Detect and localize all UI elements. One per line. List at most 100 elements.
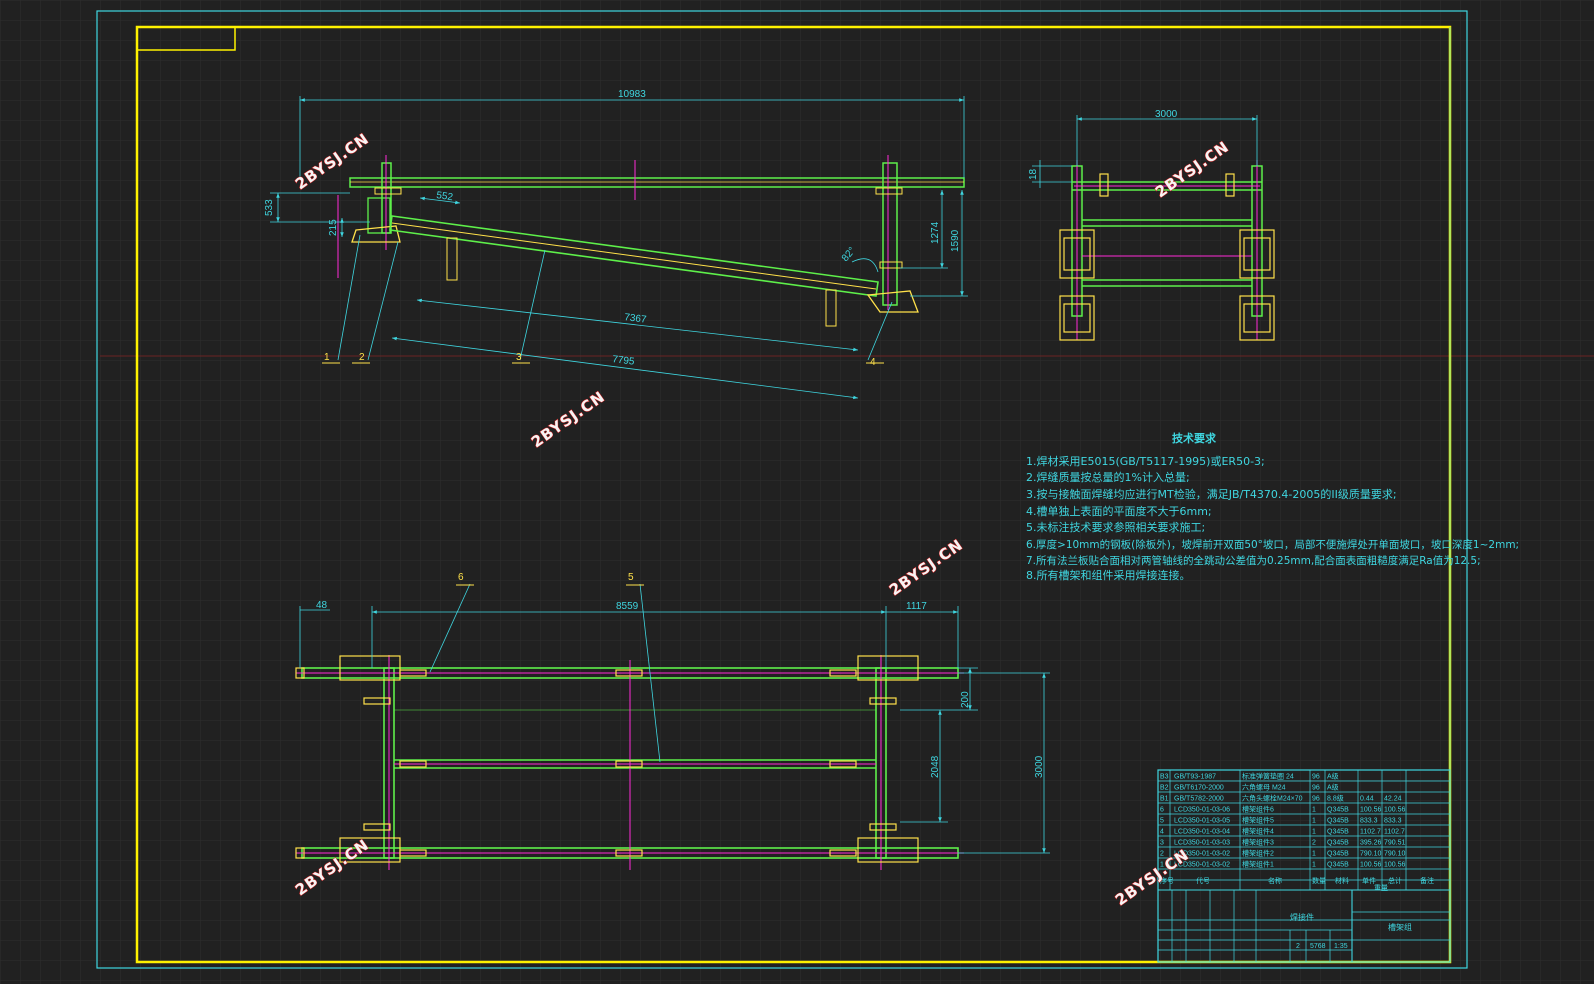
dim-1274: 1274 xyxy=(930,221,941,244)
bom-cell-code: GB/T93-1987 xyxy=(1174,774,1216,781)
dim-215: 215 xyxy=(328,219,339,236)
balloon-2: 2 xyxy=(359,352,365,363)
drawing-name: 焊接件 xyxy=(1290,912,1314,922)
note-line-1: 1.焊材采用E5015(GB/T5117-1995)或ER50-3; xyxy=(1026,454,1265,468)
dim-7367: 7367 xyxy=(624,312,648,326)
dim-533: 533 xyxy=(264,199,275,216)
dim-side-width: 3000 xyxy=(1155,109,1178,120)
bom-cell-name: 槽架组件5 xyxy=(1242,816,1274,825)
dim-7795: 7795 xyxy=(612,354,636,368)
bom-cell-no: 4 xyxy=(1160,829,1164,836)
balloon-3: 3 xyxy=(516,352,522,363)
bom-header-name: 名称 xyxy=(1268,876,1282,885)
bom-cell-name: 槽架组件2 xyxy=(1242,849,1274,858)
bom-cell-mat: Q345B xyxy=(1327,807,1349,814)
dim-plan-2048: 2048 xyxy=(930,755,941,778)
bom-cell-code: LCD350-01-03-02 xyxy=(1174,851,1230,858)
bom-cell-name: 标准弹簧垫圈 24 xyxy=(1242,772,1294,781)
bom-cell-qty: 96 xyxy=(1312,785,1320,792)
bom-cell-mat: A级 xyxy=(1327,772,1339,781)
bom-header-w: 重量 xyxy=(1374,884,1388,892)
bom-cell-w2: 1102.7 xyxy=(1384,829,1405,836)
bom-header-no: 序号 xyxy=(1160,876,1174,885)
note-line-3: 3.按与接触面焊缝均应进行MT检验，满足JB/T4370.4-2005的II级质… xyxy=(1026,487,1397,501)
bom-cell-w1: 395.26 xyxy=(1360,840,1382,847)
dim-1590: 1590 xyxy=(950,229,961,252)
bom-cell-mat: A级 xyxy=(1327,783,1339,792)
balloon-5: 5 xyxy=(628,572,634,583)
bom-header-qty: 数量 xyxy=(1312,876,1326,885)
bom-cell-name: 槽架组件4 xyxy=(1242,827,1274,836)
bom-cell-w1: 1102.7 xyxy=(1360,829,1381,836)
bom-cell-no: 6 xyxy=(1160,807,1164,814)
bom-cell-name: 六角头螺栓M24×70 xyxy=(1242,794,1303,803)
bom-cell-no: B2 xyxy=(1160,785,1169,792)
bom-cell-w2: 100.56 xyxy=(1384,862,1406,869)
note-line-5: 5.未标注技术要求参照相关要求施工; xyxy=(1026,520,1205,534)
unit-name: 槽架组 xyxy=(1388,922,1412,932)
front-view xyxy=(270,96,968,400)
bom-header-remark: 备注 xyxy=(1420,876,1434,885)
dim-552: 552 xyxy=(436,190,454,203)
bom-cell-code: LCD350-01-03-06 xyxy=(1174,807,1230,814)
bom-cell-qty: 96 xyxy=(1312,796,1320,803)
dim-plan-8559: 8559 xyxy=(616,601,639,612)
weight: 5768 xyxy=(1310,943,1326,950)
bom-cell-name: 槽架组件3 xyxy=(1242,838,1274,847)
side-view xyxy=(1032,115,1275,341)
bom-cell-qty: 1 xyxy=(1312,818,1316,825)
bom-cell-w1: 833.3 xyxy=(1360,818,1378,825)
note-line-7: 7.所有法兰板贴合面相对两管轴线的全跳动公差值为0.25mm,配合面表面粗糙度满… xyxy=(1026,554,1481,567)
bom-cell-w1: 0.44 xyxy=(1360,796,1374,803)
dim-plan-1117: 1117 xyxy=(906,601,927,612)
bom-cell-qty: 1 xyxy=(1312,807,1316,814)
bom-cell-name: 槽架组件6 xyxy=(1242,805,1274,814)
dim-side-small: 18 xyxy=(1028,168,1039,180)
bom-cell-no: 2 xyxy=(1160,851,1164,858)
outer-frame xyxy=(96,10,1468,969)
bom-cell-mat: Q345B xyxy=(1327,840,1349,847)
bom-cell-mat: Q345B xyxy=(1327,818,1349,825)
bom-cell-code: GB/T5782-2000 xyxy=(1174,796,1224,803)
bom-cell-qty: 96 xyxy=(1312,774,1320,781)
note-line-6: 6.厚度>10mm的钢板(除板外)，坡焊前开双面50°坡口，局部不便施焊处开单面… xyxy=(1026,538,1519,551)
bom-cell-code: LCD350-01-03-03 xyxy=(1174,840,1230,847)
bom-cell-w2: 790.10 xyxy=(1384,851,1406,858)
balloon-6: 6 xyxy=(458,572,464,583)
bom-header-w1: 单件 xyxy=(1362,876,1376,885)
bom-cell-code: LCD350-01-03-02 xyxy=(1174,862,1230,869)
bom-header-w2: 总计 xyxy=(1388,876,1402,885)
bom-cell-no: 3 xyxy=(1160,840,1164,847)
bom-cell-qty: 1 xyxy=(1312,829,1316,836)
bom-cell-w2: 833.3 xyxy=(1384,818,1402,825)
bom-cell-no: 5 xyxy=(1160,818,1164,825)
bom-cell-no: B3 xyxy=(1160,774,1169,781)
bom-cell-w2: 100.56 xyxy=(1384,807,1406,814)
dim-plan-200: 200 xyxy=(960,691,971,708)
bom-cell-mat: Q345B xyxy=(1327,862,1349,869)
bom-cell-qty: 1 xyxy=(1312,862,1316,869)
bom-cell-code: LCD350-01-03-05 xyxy=(1174,818,1230,825)
bom-cell-no: B1 xyxy=(1160,796,1169,803)
dim-top-length: 10983 xyxy=(618,89,646,100)
bom-cell-no: 1 xyxy=(1160,862,1164,869)
bom-cell-mat: Q345B xyxy=(1327,851,1349,858)
dim-plan-3000: 3000 xyxy=(1034,755,1045,778)
qty-label: 2 xyxy=(1296,943,1300,950)
bom-cell-name: 六角螺母 M24 xyxy=(1242,783,1286,792)
bom-cell-code: GB/T6170-2000 xyxy=(1174,785,1224,792)
balloon-1: 1 xyxy=(324,352,330,363)
bom-cell-qty: 2 xyxy=(1312,840,1316,847)
bom-cell-qty: 1 xyxy=(1312,851,1316,858)
bom-cell-w1: 790.10 xyxy=(1360,851,1382,858)
note-line-2: 2.焊缝质量按总量的1%计入总量; xyxy=(1026,470,1190,484)
bom-cell-mat: 8.8级 xyxy=(1327,794,1344,803)
note-line-8: 8.所有槽架和组件采用焊接连接。 xyxy=(1026,568,1191,582)
bom-cell-w2: 42.24 xyxy=(1384,796,1402,803)
bom-cell-w1: 100.56 xyxy=(1360,862,1382,869)
balloon-4: 4 xyxy=(870,357,876,368)
bom-cell-mat: Q345B xyxy=(1327,829,1349,836)
